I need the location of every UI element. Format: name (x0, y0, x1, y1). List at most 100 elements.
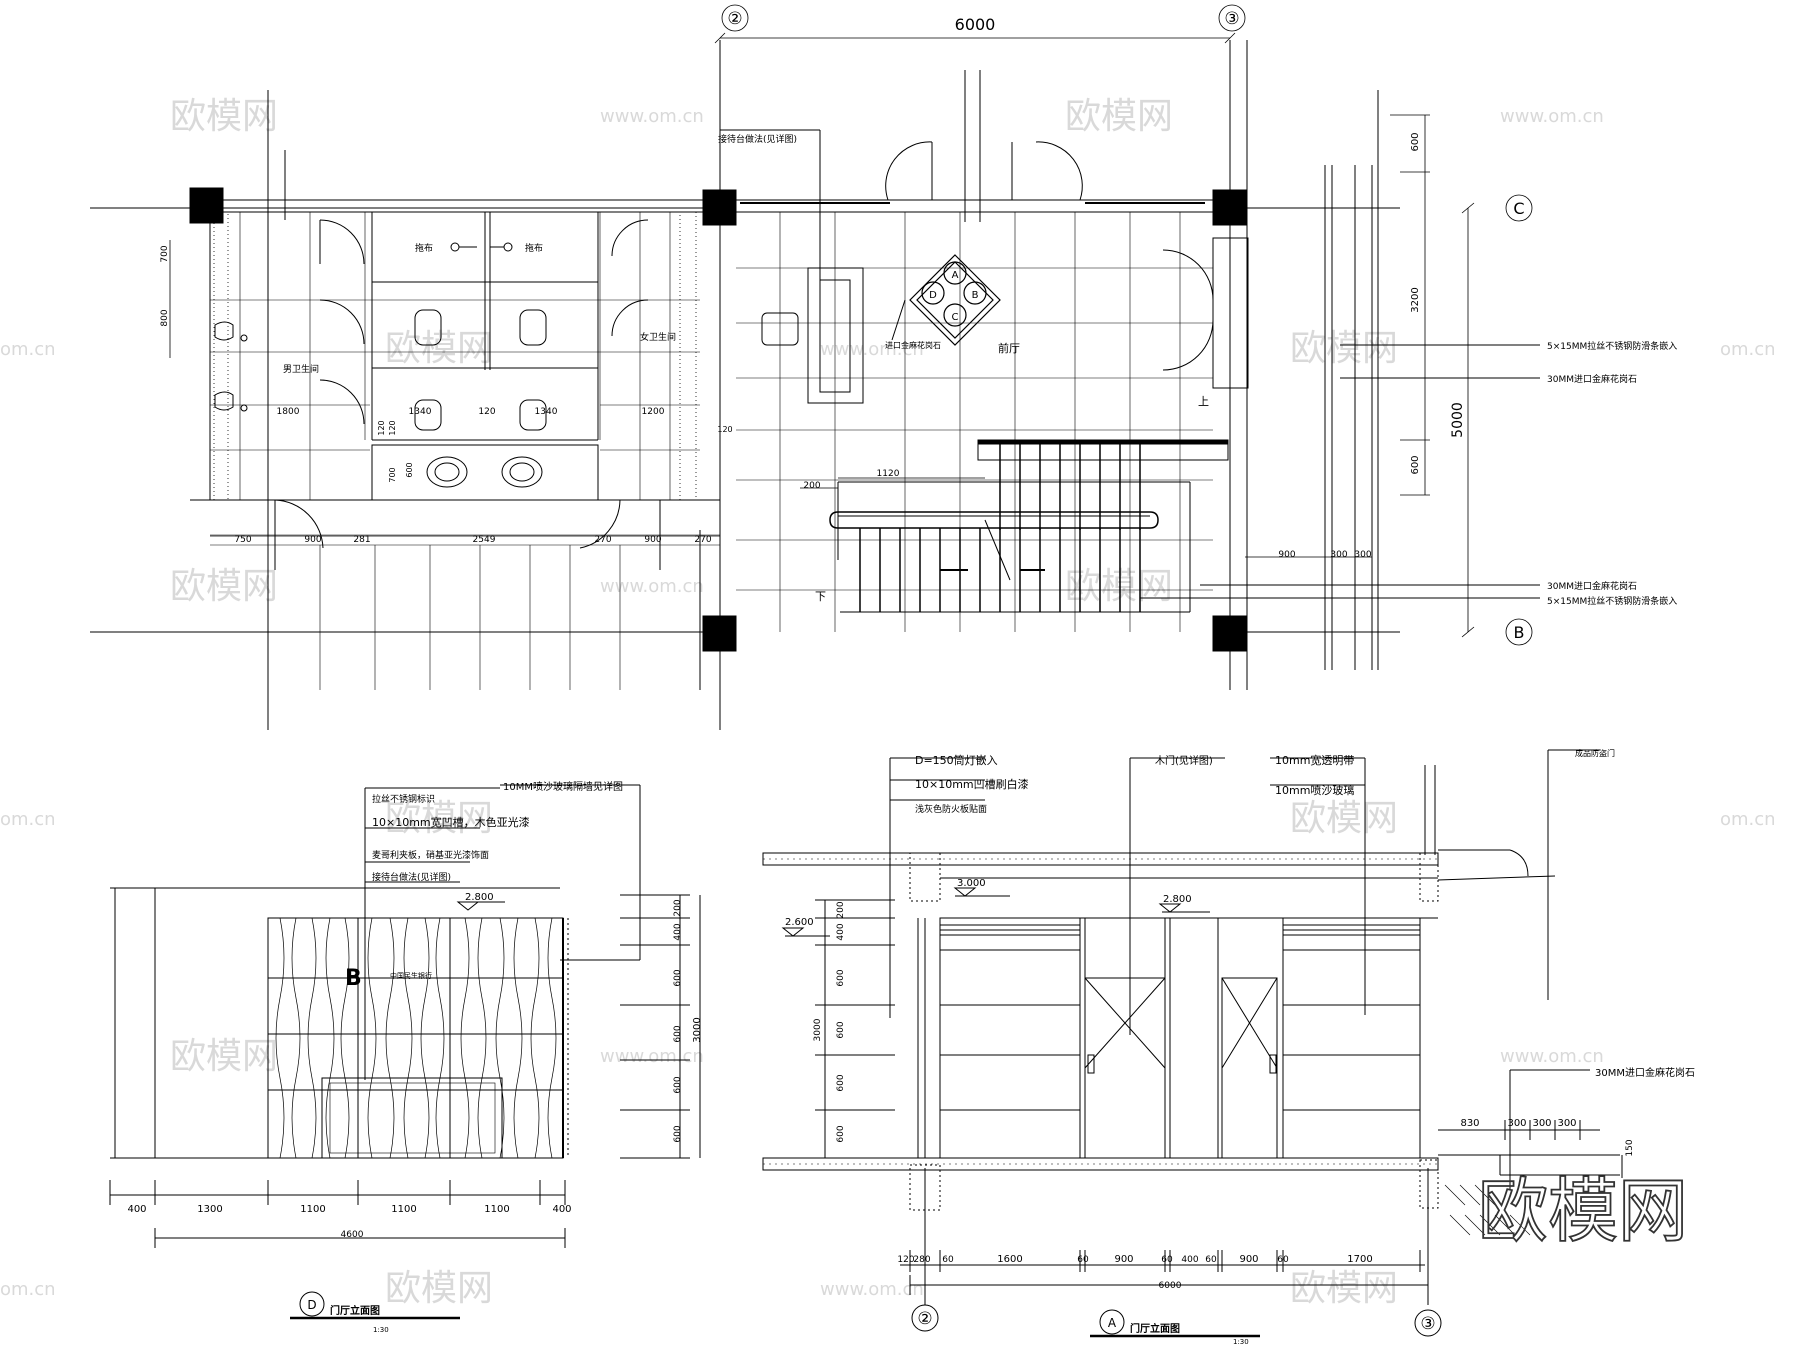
medallion-letter: D (929, 290, 937, 301)
watermark-brand: 欧模网 (1065, 566, 1173, 607)
dimension-bottom: 2549 (473, 535, 496, 545)
bottom-dim: 400 (552, 1204, 571, 1215)
axis-label-c: C (1513, 199, 1524, 218)
dimension-bottom: 270 (694, 535, 711, 545)
left-dim: 600 (836, 1021, 846, 1038)
right-dim: 600 (673, 1076, 683, 1093)
note-granite-bottom: 30MM进口金麻花岗石 (1547, 580, 1637, 592)
right-dim: 600 (673, 969, 683, 986)
left-dim: 600 (836, 969, 846, 986)
axis-label-2: ② (727, 9, 742, 29)
callout-downlight: D=150筒灯嵌入 (915, 753, 998, 767)
watermark-url: om.cn (1720, 809, 1776, 830)
bottom-dim: 60 (1277, 1255, 1289, 1265)
watermark-url: www.om.cn (820, 339, 924, 360)
watermark-url: om.cn (1720, 339, 1776, 360)
title-letter: D (307, 1298, 316, 1312)
axis-label-3: ③ (1420, 1314, 1435, 1334)
bottom-dim: 1700 (1347, 1254, 1372, 1265)
bottom-dim: 60 (1161, 1255, 1173, 1265)
dimension-top: 6000 (955, 15, 996, 34)
watermark-url: www.om.cn (1500, 106, 1604, 127)
callout-glass-wall: 10MM喷沙玻璃隔墙见详图 (503, 780, 623, 793)
toilet-dim: 120 (377, 420, 386, 435)
bottom-dim: 280 (913, 1255, 930, 1265)
watermark-brand: 欧模网 (1065, 96, 1173, 137)
watermark-brand: 欧模网 (385, 1268, 493, 1309)
bottom-dim: 400 (1181, 1255, 1198, 1265)
level-marker: 2.800 (465, 892, 494, 903)
room-label-male-toilet: 男卫生间 (283, 363, 319, 375)
callout-reception: 接待台做法(见详图) (372, 871, 451, 883)
plan-text: ② ③ C B 6000 5000 600 3200 600 700 800 7… (160, 9, 1677, 642)
step-dim: 830 (1460, 1118, 1479, 1129)
elevation-d (109, 784, 701, 1320)
note-reception: 接待台做法(见详图) (718, 133, 797, 145)
callout-fireproof-board: 浅灰色防火板贴面 (915, 803, 987, 815)
total-width: 6000 (1159, 1281, 1182, 1291)
dimension-bottom: 900 (644, 535, 661, 545)
note-strip-bottom: 5×15MM拉丝不锈钢防滑条嵌入 (1547, 595, 1677, 607)
toilet-dim: 600 (405, 462, 414, 477)
toilet-dim: 1340 (409, 407, 432, 417)
right-lower-dim: 300 (1354, 550, 1371, 560)
axis-label-3: ③ (1224, 9, 1239, 29)
bottom-dim: 900 (1114, 1254, 1133, 1265)
bottom-dim: 400 (127, 1204, 146, 1215)
dimension-bottom: 900 (304, 535, 321, 545)
axis-label-2: ② (917, 1309, 932, 1329)
left-dim: 600 (836, 1074, 846, 1091)
dimension-bottom: 270 (594, 535, 611, 545)
toilet-dim: 700 (388, 467, 397, 482)
note-strip-top: 5×15MM拉丝不锈钢防滑条嵌入 (1547, 340, 1677, 352)
callout-frosted-glass: 10mm喷沙玻璃 (1275, 783, 1354, 797)
watermark-brand: 欧模网 (1290, 798, 1398, 839)
right-dim: 600 (673, 1125, 683, 1142)
dimension-left: 800 (160, 309, 170, 326)
left-dim: 200 (836, 901, 846, 918)
right-lower-dim: 300 (1330, 550, 1347, 560)
stair-dim: 200 (803, 481, 820, 491)
watermark-big: 欧模网 (1478, 1170, 1688, 1252)
drawing-scale: 1:30 (1233, 1338, 1249, 1346)
level-marker: 3.000 (957, 878, 986, 889)
drawing-scale: 1:30 (373, 1326, 389, 1334)
watermark-url: www.om.cn (1500, 1046, 1604, 1067)
step-height: 150 (1625, 1139, 1635, 1156)
step-dim: 300 (1557, 1118, 1576, 1129)
bottom-dim: 1600 (997, 1254, 1022, 1265)
note-granite-top: 30MM进口金麻花岗石 (1547, 373, 1637, 385)
watermark-url: om.cn (0, 339, 56, 360)
bottom-dim: 1100 (300, 1204, 325, 1215)
dimension-left: 700 (160, 245, 170, 262)
medallion-letter: C (952, 312, 959, 323)
room-label-mop: 拖布 (525, 242, 543, 254)
watermark-url: om.cn (0, 809, 56, 830)
watermark-layer: 欧模网 www.om.cn 欧模网 www.om.cn om.cn 欧模网 ww… (0, 96, 1776, 1309)
watermark-brand: 欧模网 (170, 96, 278, 137)
dimension-right-total: 5000 (1450, 402, 1466, 438)
watermark-url: www.om.cn (600, 106, 704, 127)
elevation-a (762, 749, 1623, 1338)
watermark-brand: 欧模网 (170, 566, 278, 607)
step-dim: 300 (1507, 1118, 1526, 1129)
bank-logo-caption: 中国民生银行 (390, 971, 432, 980)
watermark-url: www.om.cn (820, 1279, 924, 1300)
medallion-letter: B (972, 290, 979, 301)
stair-up-label: 上 (1198, 395, 1209, 408)
height-total: 3000 (692, 1017, 703, 1042)
right-dim: 600 (673, 1025, 683, 1042)
watermark-brand: 欧模网 (170, 1036, 278, 1077)
watermark-url: www.om.cn (600, 1046, 704, 1067)
toilet-dim: 120 (717, 425, 732, 434)
stair-down-label: 下 (815, 590, 826, 603)
left-dim: 600 (836, 1125, 846, 1142)
callout-granite: 30MM进口金麻花岗石 (1595, 1066, 1695, 1079)
watermark-brand: 欧模网 (1290, 328, 1398, 369)
dimension-bottom: 750 (234, 535, 251, 545)
bottom-dim: 60 (942, 1255, 954, 1265)
watermark-brand: 欧模网 (385, 328, 493, 369)
dimension-right: 600 (1410, 132, 1421, 151)
elevation-d-text: 10MM喷沙玻璃隔墙见详图 拉丝不锈钢标识 10×10mm宽凹槽，木色亚光漆 麦… (127, 780, 703, 1334)
